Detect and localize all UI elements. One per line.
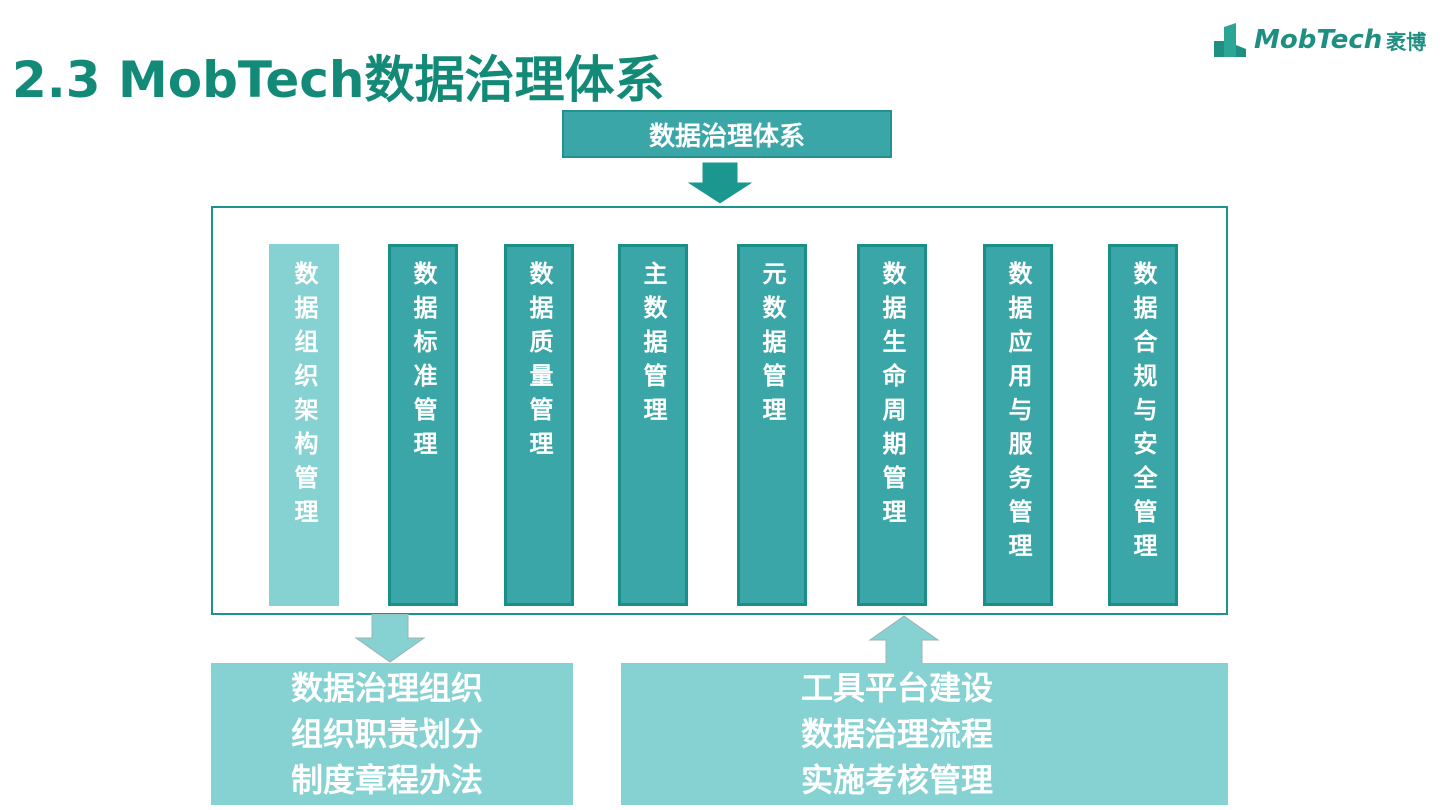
governance-frame xyxy=(211,206,1228,615)
page-title: 2.3 MobTech数据治理体系 xyxy=(12,51,665,109)
pillar-label: 数据生命周期管理 xyxy=(878,261,906,533)
tool-process-line: 数据治理流程 xyxy=(801,715,994,753)
pillar-lifecycle: 数据生命周期管理 xyxy=(857,244,927,606)
org-support-line: 制度章程办法 xyxy=(291,761,484,799)
mobtech-logo: MobTech 袤博 xyxy=(1212,20,1426,60)
tool-process-box: 工具平台建设 数据治理流程 实施考核管理 xyxy=(621,663,1228,805)
tool-process-line: 工具平台建设 xyxy=(801,669,994,707)
root-node-label: 数据治理体系 xyxy=(648,121,805,152)
root-node: 数据治理体系 xyxy=(562,110,892,158)
pillar-label: 数据合规与安全管理 xyxy=(1129,261,1157,567)
logo-brand: MobTech xyxy=(1254,25,1383,55)
pillar-label: 主数据管理 xyxy=(639,261,667,431)
pillar-label: 数据标准管理 xyxy=(409,261,437,465)
org-support-line: 数据治理组织 xyxy=(291,669,484,707)
arrow-up-icon xyxy=(868,615,940,664)
org-support-box: 数据治理组织 组织职责划分 制度章程办法 xyxy=(211,663,573,805)
pillar-application-service: 数据应用与服务管理 xyxy=(983,244,1053,606)
pillar-data-standard: 数据标准管理 xyxy=(388,244,458,606)
pillar-label: 数据组织架构管理 xyxy=(290,261,318,533)
pillar-org-architecture: 数据组织架构管理 xyxy=(269,244,339,606)
arrow-down-icon xyxy=(354,614,426,663)
mobtech-logo-icon xyxy=(1214,23,1246,57)
pillar-compliance-security: 数据合规与安全管理 xyxy=(1108,244,1178,606)
org-support-line: 组织职责划分 xyxy=(291,715,484,753)
tool-process-line: 实施考核管理 xyxy=(801,761,994,799)
arrow-down-icon xyxy=(684,162,756,205)
pillar-data-quality: 数据质量管理 xyxy=(504,244,574,606)
logo-cn: 袤博 xyxy=(1386,29,1427,54)
pillar-master-data: 主数据管理 xyxy=(618,244,688,606)
pillar-label: 元数据管理 xyxy=(758,261,786,431)
pillar-label: 数据质量管理 xyxy=(525,261,553,465)
pillar-metadata: 元数据管理 xyxy=(737,244,807,606)
pillar-label: 数据应用与服务管理 xyxy=(1004,261,1032,567)
